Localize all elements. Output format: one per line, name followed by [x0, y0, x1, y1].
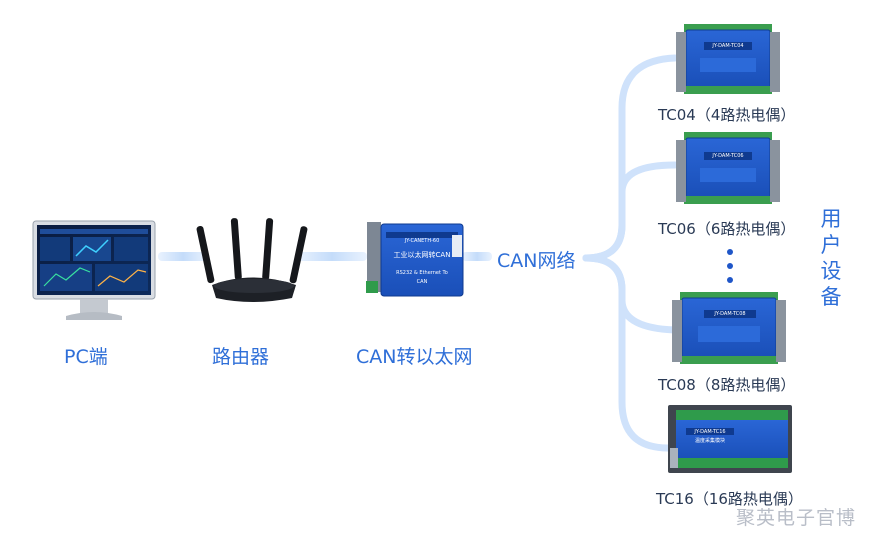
- tc04-label: TC04（4路热电偶）: [658, 106, 796, 124]
- monitor-icon: [32, 220, 156, 320]
- link-router-converter: [297, 252, 367, 261]
- can-network-label: CAN网络: [497, 250, 576, 272]
- io-module-icon: [676, 132, 780, 204]
- can-tree-lines: [582, 54, 679, 452]
- tc08-label: TC08（8路热电偶）: [658, 376, 796, 394]
- pc-label: PC端: [64, 346, 108, 368]
- tc16-label: TC16（16路热电偶）: [656, 490, 803, 508]
- ellipsis-dot: [727, 277, 733, 283]
- converter-name: 工业以太网转CAN: [393, 251, 451, 259]
- ellipsis-dot: [727, 249, 733, 255]
- tc06-label: TC06（6路热电偶）: [658, 220, 796, 238]
- ellipsis-dot: [727, 263, 733, 269]
- converter-model: JY-CANETH-60: [404, 238, 440, 244]
- tc16-sub: 温度采集模块: [694, 438, 725, 444]
- tc08-model: JY-DAM-TC08: [714, 311, 746, 317]
- converter-module-icon: [366, 222, 464, 297]
- converter-line2: CAN: [416, 279, 428, 285]
- io-module-icon: [676, 24, 780, 94]
- router-icon: [196, 218, 308, 302]
- converter-label: CAN转以太网: [356, 346, 473, 368]
- tc06-model: JY-DAM-TC06: [712, 153, 744, 159]
- io-module-icon: [668, 405, 792, 473]
- link-pc-router: [158, 252, 208, 261]
- tc04-model: JY-DAM-TC04: [712, 43, 744, 49]
- io-module-icon: [672, 292, 786, 364]
- link-converter-can: [462, 252, 492, 261]
- tc16-model: JY-DAM-TC16: [694, 429, 726, 435]
- converter-line1: RS232 & Ethernet To: [396, 270, 448, 276]
- router-label: 路由器: [212, 346, 270, 368]
- user-devices-label: 用户设备: [820, 207, 842, 309]
- watermark: 聚英电子官博: [736, 507, 857, 529]
